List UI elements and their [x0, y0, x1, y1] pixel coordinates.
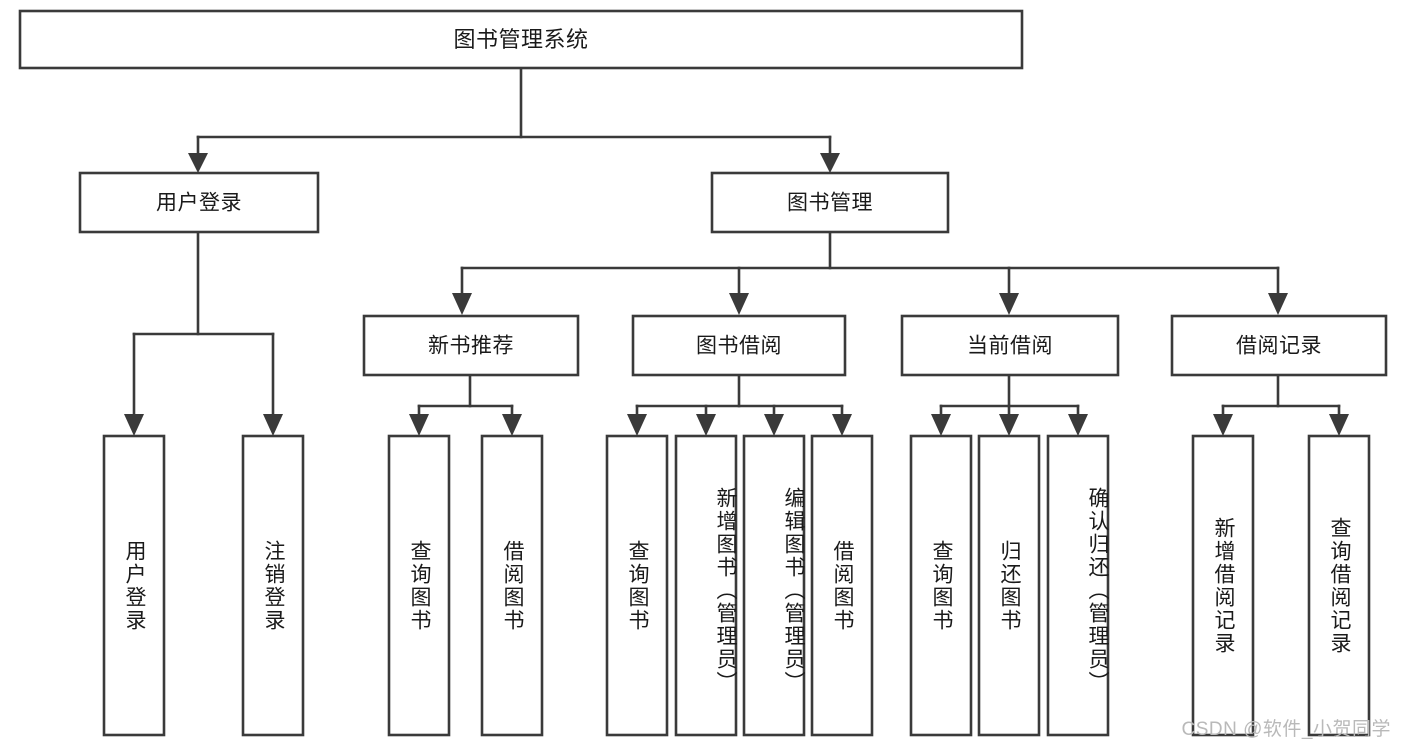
leaf-box-query-book-2[interactable] [605, 434, 669, 737]
leaf-box-edit-book-admin[interactable] [742, 434, 806, 737]
node-book-management-label: 图书管理 [787, 192, 873, 215]
arrow-head-leaf-13 [1329, 414, 1349, 436]
leaf-box-borrow-book-2[interactable] [810, 434, 874, 737]
node-user-login[interactable]: 用户登录 [78, 171, 320, 234]
node-root-box[interactable] [18, 9, 1024, 70]
node-user-login-box[interactable] [78, 171, 320, 234]
arrow-head-leaf-7 [764, 414, 784, 436]
node-book-borrow-label: 图书借阅 [696, 335, 782, 358]
arrow-head-level3-4 [1268, 293, 1288, 315]
arrow-head-user-login [188, 153, 208, 173]
leaf-box-return-book[interactable] [977, 434, 1041, 737]
arrow-head-leaf-9 [931, 414, 951, 436]
node-book-management[interactable]: 图书管理 [710, 171, 950, 234]
arrow-head-level3-1 [452, 293, 472, 315]
node-current-borrow-label: 当前借阅 [967, 335, 1053, 358]
leaf-box-layer [102, 434, 1371, 737]
leaf-box-user-login[interactable] [102, 434, 166, 737]
csdn-watermark: CSDN @软件_小贺同学 [1181, 719, 1391, 740]
node-root-label: 图书管理系统 [453, 27, 588, 52]
arrow-head-leaf-5 [627, 414, 647, 436]
arrow-head-book-mgmt [820, 153, 840, 173]
connector-layer [124, 66, 1349, 436]
leaf-box-logout[interactable] [241, 434, 305, 737]
node-new-book-recommend-label: 新书推荐 [428, 335, 514, 358]
node-root[interactable]: 图书管理系统 [18, 9, 1024, 70]
arrow-head-level3-3 [999, 293, 1019, 315]
node-new-book-recommend[interactable]: 新书推荐 [362, 314, 580, 377]
leaf-box-borrow-book-1[interactable] [480, 434, 544, 737]
node-new-book-recommend-box[interactable] [362, 314, 580, 377]
arrow-head-leaf-1 [124, 414, 144, 436]
leaf-box-add-borrow-record[interactable] [1191, 434, 1255, 737]
arrow-head-leaf-8 [832, 414, 852, 436]
arrow-head-leaf-12 [1213, 414, 1233, 436]
arrow-head-leaf-10 [999, 414, 1019, 436]
arrow-head-level3-2 [729, 293, 749, 315]
node-borrow-record-box[interactable] [1170, 314, 1388, 377]
leaf-box-query-book-1[interactable] [387, 434, 451, 737]
arrow-head-leaf-2 [263, 414, 283, 436]
leaf-box-confirm-return-admin[interactable] [1046, 434, 1110, 737]
leaf-box-query-book-3[interactable] [909, 434, 973, 737]
arrow-head-leaf-11 [1068, 414, 1088, 436]
node-user-login-label: 用户登录 [156, 192, 242, 215]
arrow-head-leaf-6 [696, 414, 716, 436]
node-borrow-record[interactable]: 借阅记录 [1170, 314, 1388, 377]
leaf-box-add-book-admin[interactable] [674, 434, 738, 737]
node-borrow-record-label: 借阅记录 [1236, 335, 1322, 358]
node-book-borrow[interactable]: 图书借阅 [631, 314, 847, 377]
leaf-box-query-borrow-record[interactable] [1307, 434, 1371, 737]
node-current-borrow[interactable]: 当前借阅 [900, 314, 1120, 377]
node-book-management-box[interactable] [710, 171, 950, 234]
arrow-head-leaf-3 [409, 414, 429, 436]
arrow-head-leaf-4 [502, 414, 522, 436]
node-current-borrow-box[interactable] [900, 314, 1120, 377]
node-book-borrow-box[interactable] [631, 314, 847, 377]
